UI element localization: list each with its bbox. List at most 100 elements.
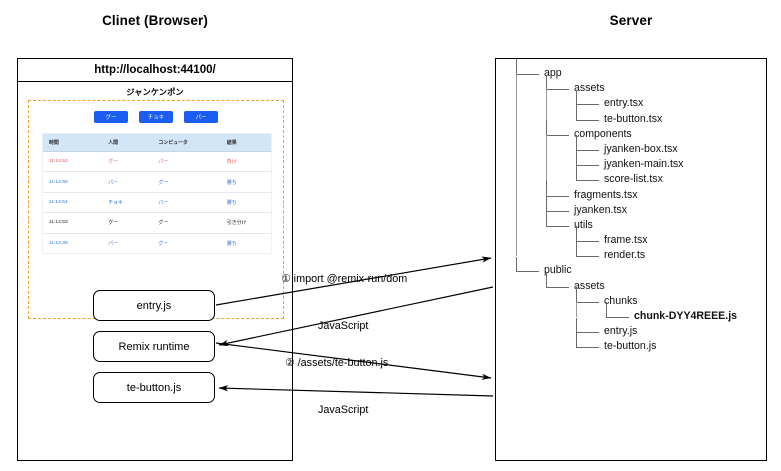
tree-node-label: assets [574,82,605,95]
tree-connector [516,165,517,181]
tree-connector [516,150,517,166]
tree-node[interactable]: app [504,59,762,90]
tree-connector [546,74,569,91]
tree-connector [576,89,599,106]
tree-node-label: entry.tsx [604,97,644,110]
client-column-title: Clinet (Browser) [102,13,208,28]
tree-node[interactable]: assets [504,74,762,105]
tree-node-label: fragments.tsx [574,188,638,201]
cell-human: パー [102,171,153,193]
tree-node[interactable]: jyanken-box.tsx [504,134,762,166]
hand-button-paa[interactable]: パー [184,111,218,123]
tree-connector [516,195,517,211]
tree-node[interactable]: chunks [504,287,762,317]
column-header-computer: コンピュータ [152,134,221,152]
cell-result: 勝ち [220,192,271,214]
module-box-entry-js[interactable]: entry.js [93,290,215,321]
tree-node[interactable]: public [504,256,762,279]
cell-computer: グー [152,212,221,234]
tree-connector [576,226,599,243]
hand-button-choki[interactable]: チョキ [139,111,173,123]
tree-node-label: assets [574,279,605,292]
flow-label-javascript-1: JavaScript [318,320,369,332]
tree-connector [576,241,599,258]
cell-computer: グー [152,171,221,193]
module-box-remix-runtime[interactable]: Remix runtime [93,331,215,362]
tree-node-label: entry.js [604,325,638,338]
cell-human: パー [108,241,119,247]
module-box-te-button-js[interactable]: te-button.js [93,372,215,403]
table-header-row: 時間 人間 コンピュータ 結果 [43,134,271,152]
tree-node-label: frame.tsx [604,234,648,247]
tree-node-label: public [544,264,572,277]
tree-connector [546,211,569,227]
table-row: 11:14:54 チョキ パー 勝ち [43,192,271,214]
tree-node[interactable]: jyanken-main.tsx [504,150,762,181]
browser-url-text: http://localhost:44100/ [94,64,216,76]
tree-node[interactable]: te-button.js [504,332,762,355]
cell-result: 勝ち [220,171,271,193]
flow-label-import: ① import @remix-run/dom [281,273,408,285]
table-row: 11:14:53 グー パー 負け [43,151,271,173]
tree-node[interactable]: jyanken.tsx [504,195,762,226]
tree-connector [606,302,629,318]
tree-connector [516,119,517,135]
browser-url-bar[interactable]: http://localhost:44100/ [18,59,292,82]
flow-label-assets-request: ② /assets/te-button.js [285,357,389,369]
hand-button-guu[interactable]: グー [94,111,128,123]
tree-node[interactable]: chunk-DYY4REEE.js [504,302,762,325]
tree-connector [546,134,547,151]
cell-result: 勝ち [226,241,237,247]
tree-connector [516,104,517,120]
tree-connector [516,256,539,273]
cell-human: グー [102,212,153,234]
tree-node[interactable]: entry.tsx [504,89,762,120]
tree-connector [546,272,569,288]
tree-connector [576,317,599,334]
tree-connector [516,74,517,90]
tree-node-label: te-button.tsx [604,112,663,125]
tree-connector [576,150,599,167]
hand-button-group: グー チョキ パー [29,111,283,123]
tree-connector [516,180,517,196]
tree-connector [546,120,569,136]
tree-connector [516,226,517,242]
score-list-table: 時間 人間 コンピュータ 結果 11:14:53 グー パー 負け 11:14:… [43,134,271,253]
tree-node[interactable]: te-button.tsx [504,104,762,128]
tree-connector [516,241,517,257]
cell-computer: パー [152,192,221,214]
tree-connector [576,104,599,121]
tree-node[interactable]: render.ts [504,241,762,264]
tree-node[interactable]: components [504,119,762,150]
tree-node[interactable]: fragments.tsx [504,180,762,211]
web-app-title: ジャンケンポン [126,87,184,97]
tree-node[interactable]: score-list.tsx [504,165,762,188]
cell-time: 11:14:53 [43,212,103,234]
tree-node-label: components [574,127,632,140]
tree-node-label: chunk-DYY4REEE.js [634,310,738,322]
table-row: 11:12:35 パー グー 勝ち [43,233,271,253]
tree-connector [516,89,517,105]
table-row: 11:14:50 パー グー 勝ち [43,171,271,193]
tree-connector [516,210,517,227]
table-row: 11:14:53 グー グー 引き分け [43,212,271,234]
tree-node-label: te-button.js [604,340,657,353]
cell-time: 11:14:53 [43,151,103,173]
tree-node-label: jyanken.tsx [574,203,627,216]
tree-node[interactable]: entry.js [504,317,762,348]
tree-node[interactable]: frame.tsx [504,226,762,257]
tree-connector [576,135,599,151]
tree-connector [576,332,599,349]
cell-time: 11:14:50 [43,171,103,193]
cell-result: 負け [220,151,271,173]
tree-connector [576,302,577,318]
tree-connector [516,134,517,151]
tree-node[interactable]: utils [504,210,762,234]
cell-human: グー [102,151,153,173]
cell-human: チョキ [102,192,153,214]
tree-connector [576,165,599,182]
tree-node-label: score-list.tsx [604,173,663,186]
tree-node[interactable]: assets [504,272,762,295]
